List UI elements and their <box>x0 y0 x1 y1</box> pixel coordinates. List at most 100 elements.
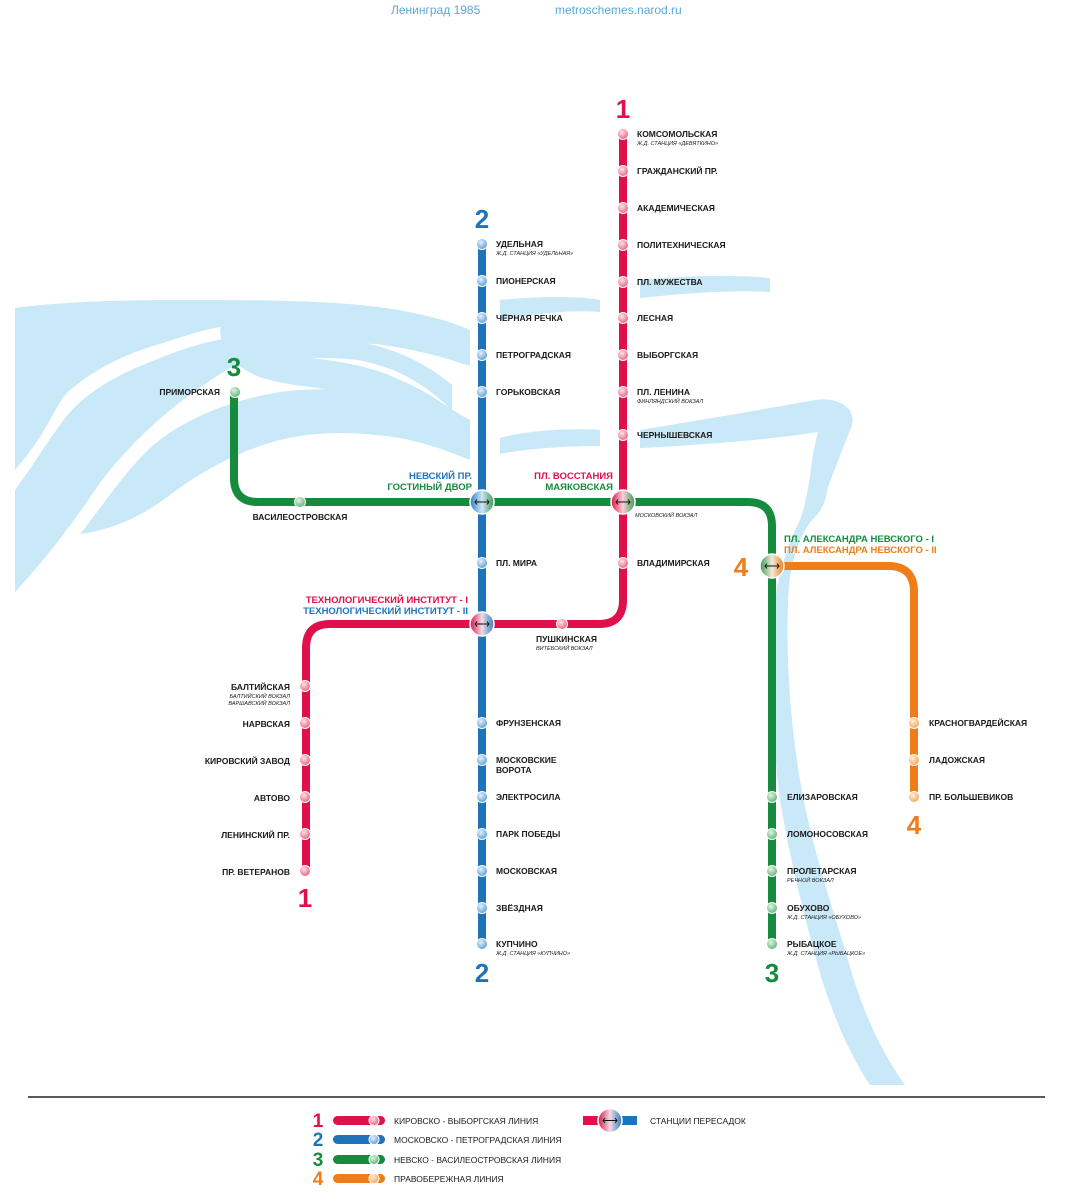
station-label: ЛОМОНОСОВСКАЯ <box>787 829 868 839</box>
station-muzhestva[interactable]: ПЛ. МУЖЕСТВА <box>617 276 703 288</box>
line-4-stations: КРАСНОГВАРДЕЙСКАЯ ЛАДОЖСКАЯ ПР. БОЛЬШЕВИ… <box>908 717 1028 803</box>
station-pl-lenina[interactable]: ПЛ. ЛЕНИНА ФИНЛЯНДСКИЙ ВОКЗАЛ <box>617 386 704 406</box>
line-1-south-stations: БАЛТИЙСКАЯ БАЛТИЙСКИЙ ВОКЗАЛ ВАРШАВСКИЙ … <box>205 680 311 878</box>
station-sublabel: РЕЧНОЙ ВОКЗАЛ <box>787 876 834 884</box>
interchange-label-a: ПЛ. АЛЕКСАНДРА НЕВСКОГО - I <box>784 534 934 545</box>
station-label: ПАРК ПОБЕДЫ <box>496 829 560 839</box>
station-narvskaya[interactable]: НАРВСКАЯ <box>243 717 311 730</box>
line-2-stations: УДЕЛЬНАЯ Ж.Д. СТАНЦИЯ «УДЕЛЬНАЯ» ПИОНЕРС… <box>476 238 574 958</box>
station-zvezdnaya[interactable]: ЗВЁЗДНАЯ <box>476 902 543 914</box>
station-akademicheskaya[interactable]: АКАДЕМИЧЕСКАЯ <box>617 202 715 214</box>
station-label: ЛЕНИНСКИЙ ПР. <box>221 829 290 840</box>
station-label: АКАДЕМИЧЕСКАЯ <box>637 203 715 213</box>
station-vasileostrovskaya[interactable]: ВАСИЛЕОСТРОВСКАЯ <box>253 496 348 523</box>
transfer-arrows-icon <box>474 499 490 505</box>
station-moskovskie-vorota[interactable]: МОСКОВСКИЕ ВОРОТА <box>476 754 557 776</box>
station-label: КИРОВСКИЙ ЗАВОД <box>205 755 290 766</box>
station-obukhovo[interactable]: ОБУХОВО Ж.Д. СТАНЦИЯ «ОБУХОВО» <box>766 902 862 922</box>
legend-line-1: 1 КИРОВСКО - ВЫБОРГСКАЯ ЛИНИЯ <box>313 1111 539 1132</box>
station-sublabel: Ж.Д. СТАНЦИЯ «КУПЧИНО» <box>495 951 570 957</box>
station-label: ФРУНЗЕНСКАЯ <box>496 718 561 728</box>
station-frunzenskaya[interactable]: ФРУНЗЕНСКАЯ <box>476 717 561 729</box>
station-elizarovskaya[interactable]: ЕЛИЗАРОВСКАЯ <box>766 791 858 803</box>
station-label: ГРАЖДАНСКИЙ ПР. <box>637 165 718 176</box>
station-komsomolskaya[interactable]: КОМСОМОЛЬСКАЯ Ж.Д. СТАНЦИЯ «ДЕВЯТКИНО» <box>617 128 719 148</box>
station-label: ПРИМОРСКАЯ <box>159 387 220 397</box>
station-label: ПУШКИНСКАЯ <box>536 634 597 644</box>
station-sublabel: Ж.Д. СТАНЦИЯ «ОБУХОВО» <box>786 915 861 921</box>
station-avtovo[interactable]: АВТОВО <box>254 791 311 804</box>
station-label: КУПЧИНО <box>496 939 538 949</box>
station-moskovskaya[interactable]: МОСКОВСКАЯ <box>476 865 558 877</box>
station-label: ПР. БОЛЬШЕВИКОВ <box>929 792 1013 802</box>
station-label: ЧЕРНЫШЕВСКАЯ <box>637 430 712 440</box>
line-2-number-bottom: 2 <box>475 958 489 988</box>
station-krasnogvardeyskaya[interactable]: КРАСНОГВАРДЕЙСКАЯ <box>908 717 1028 729</box>
station-label: ПОЛИТЕХНИЧЕСКАЯ <box>637 240 726 250</box>
interchange-label-b: ПЛ. АЛЕКСАНДРА НЕВСКОГО - II <box>784 545 937 556</box>
legend-label: МОСКОВСКО - ПЕТРОГРАДСКАЯ ЛИНИЯ <box>394 1135 562 1145</box>
station-kupchino[interactable]: КУПЧИНО Ж.Д. СТАНЦИЯ «КУПЧИНО» <box>476 938 571 958</box>
station-lesnaya[interactable]: ЛЕСНАЯ <box>617 312 674 324</box>
station-sublabel: Ж.Д. СТАНЦИЯ «ДЕВЯТКИНО» <box>636 141 718 147</box>
station-proletarskaya[interactable]: ПРОЛЕТАРСКАЯ РЕЧНОЙ ВОКЗАЛ <box>766 865 857 885</box>
line-4-number-left: 4 <box>734 552 749 582</box>
station-label: ВЛАДИМИРСКАЯ <box>637 558 710 568</box>
interchange-tech-institute[interactable]: ТЕХНОЛОГИЧЕСКИЙ ИНСТИТУТ - I ТЕХНОЛОГИЧЕ… <box>303 594 495 637</box>
line-1-route <box>302 128 627 874</box>
station-veteranov[interactable]: ПР. ВЕТЕРАНОВ <box>222 865 311 878</box>
legend-number: 2 <box>313 1130 324 1151</box>
station-park-pobedy[interactable]: ПАРК ПОБЕДЫ <box>476 828 561 840</box>
legend-label: КИРОВСКО - ВЫБОРГСКАЯ ЛИНИЯ <box>394 1116 538 1126</box>
station-label: ПЛ. ЛЕНИНА <box>637 387 690 397</box>
station-kirovsky-zavod[interactable]: КИРОВСКИЙ ЗАВОД <box>205 754 311 767</box>
station-label: ЭЛЕКТРОСИЛА <box>496 792 560 802</box>
station-grazhdansky[interactable]: ГРАЖДАНСКИЙ ПР. <box>617 165 718 177</box>
station-rybatskoe[interactable]: РЫБАЦКОЕ Ж.Д. СТАНЦИЯ «РЫБАЦКОЕ» <box>766 938 866 958</box>
station-label: МОСКОВСКАЯ <box>496 866 557 876</box>
legend-interchange: СТАНЦИИ ПЕРЕСАДОК <box>583 1107 746 1134</box>
station-label: ВЫБОРГСКАЯ <box>637 350 698 360</box>
station-sublabel: ВИТЕБСКИЙ ВОКЗАЛ <box>536 644 593 652</box>
station-label: ЧЁРНАЯ РЕЧКА <box>496 313 563 323</box>
station-label-line-2: ВОРОТА <box>496 765 532 775</box>
interchange-nevskogo[interactable]: ПЛ. АЛЕКСАНДРА НЕВСКОГО - I ПЛ. АЛЕКСАНД… <box>759 534 937 579</box>
station-bolshevikov[interactable]: ПР. БОЛЬШЕВИКОВ <box>908 791 1014 803</box>
station-label: ЗВЁЗДНАЯ <box>496 903 543 913</box>
station-elektrosila[interactable]: ЭЛЕКТРОСИЛА <box>476 791 561 803</box>
station-label: ПЛ. МУЖЕСТВА <box>637 277 703 287</box>
station-vladimirskaya[interactable]: ВЛАДИМИРСКАЯ <box>617 557 710 569</box>
station-gorkovskaya[interactable]: ГОРЬКОВСКАЯ <box>476 386 561 398</box>
station-petrogradskaya[interactable]: ПЕТРОГРАДСКАЯ <box>476 349 571 361</box>
line-3-stations: ПРИМОРСКАЯ ВАСИЛЕОСТРОВСКАЯ ЕЛИЗАРОВСКАЯ… <box>159 386 868 958</box>
legend-number: 1 <box>313 1111 324 1132</box>
legend: 1 КИРОВСКО - ВЫБОРГСКАЯ ЛИНИЯ 2 МОСКОВСК… <box>313 1107 746 1190</box>
line-3-number-bottom: 3 <box>765 958 779 988</box>
site-link[interactable]: metroschemes.narod.ru <box>555 3 682 17</box>
line-2-number-top: 2 <box>475 204 489 234</box>
station-pushkinskaya[interactable]: ПУШКИНСКАЯ ВИТЕБСКИЙ ВОКЗАЛ <box>536 618 597 653</box>
station-ladozhskaya[interactable]: ЛАДОЖСКАЯ <box>908 754 986 766</box>
station-politekhnicheskaya[interactable]: ПОЛИТЕХНИЧЕСКАЯ <box>617 239 726 251</box>
line-3-route <box>230 388 776 948</box>
legend-label: СТАНЦИИ ПЕРЕСАДОК <box>650 1116 746 1126</box>
station-sublabel: БАЛТИЙСКИЙ ВОКЗАЛ <box>229 692 290 700</box>
station-leninsky[interactable]: ЛЕНИНСКИЙ ПР. <box>221 828 311 841</box>
station-chernaya-rechka[interactable]: ЧЁРНАЯ РЕЧКА <box>476 312 563 324</box>
station-chernyshevskaya[interactable]: ЧЕРНЫШЕВСКАЯ <box>617 429 713 441</box>
line-4-route <box>768 562 918 801</box>
station-primorskaya[interactable]: ПРИМОРСКАЯ <box>159 386 241 398</box>
interchange-nevsky[interactable]: НЕВСКИЙ ПР. ГОСТИНЫЙ ДВОР <box>387 470 495 515</box>
station-udelnaya[interactable]: УДЕЛЬНАЯ Ж.Д. СТАНЦИЯ «УДЕЛЬНАЯ» <box>476 238 574 258</box>
station-label: АВТОВО <box>254 793 290 803</box>
interchange-vosstaniya[interactable]: ПЛ. ВОССТАНИЯ МАЯКОВСКАЯ МОСКОВСКИЙ ВОКЗ… <box>534 471 697 519</box>
station-lomonosovskaya[interactable]: ЛОМОНОСОВСКАЯ <box>766 828 868 840</box>
station-label: БАЛТИЙСКАЯ <box>231 681 290 692</box>
station-label: ГОРЬКОВСКАЯ <box>496 387 560 397</box>
station-label: ПЕТРОГРАДСКАЯ <box>496 350 571 360</box>
station-pl-mira[interactable]: ПЛ. МИРА <box>476 557 538 569</box>
station-vyborgskaya[interactable]: ВЫБОРГСКАЯ <box>617 349 699 361</box>
legend-line-4: 4 ПРАВОБЕРЕЖНАЯ ЛИНИЯ <box>313 1169 504 1190</box>
station-baltiyskaya[interactable]: БАЛТИЙСКАЯ БАЛТИЙСКИЙ ВОКЗАЛ ВАРШАВСКИЙ … <box>228 680 311 708</box>
station-pionerskaya[interactable]: ПИОНЕРСКАЯ <box>476 275 556 287</box>
